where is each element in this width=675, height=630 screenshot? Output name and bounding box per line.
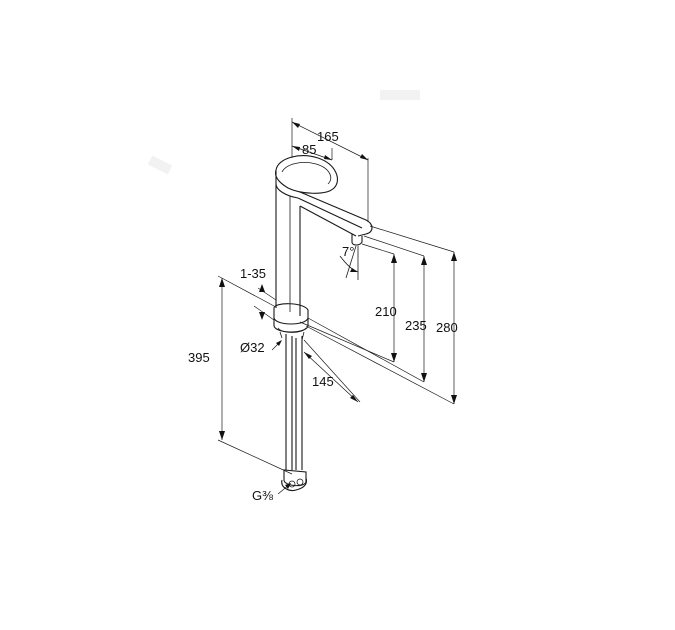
dim-1-35: 1-35 (240, 266, 266, 281)
dim-395: 395 (188, 350, 210, 365)
dimension-lines (219, 121, 457, 495)
dim-145: 145 (312, 374, 334, 389)
background-watermark (147, 90, 420, 175)
dim-thread-g38: G⅜ (252, 488, 273, 503)
dim-85: 85 (302, 142, 316, 157)
dim-165: 165 (317, 129, 339, 144)
extension-lines (217, 118, 455, 475)
dim-diameter-32: Ø32 (240, 340, 265, 355)
dim-280: 280 (436, 320, 458, 335)
dimension-labels: 165 85 280 235 210 145 395 1-35 Ø32 7° G… (188, 129, 458, 503)
dim-210: 210 (375, 304, 397, 319)
faucet-body (273, 155, 373, 492)
dim-235: 235 (405, 318, 427, 333)
dim-angle-7: 7° (342, 244, 354, 259)
